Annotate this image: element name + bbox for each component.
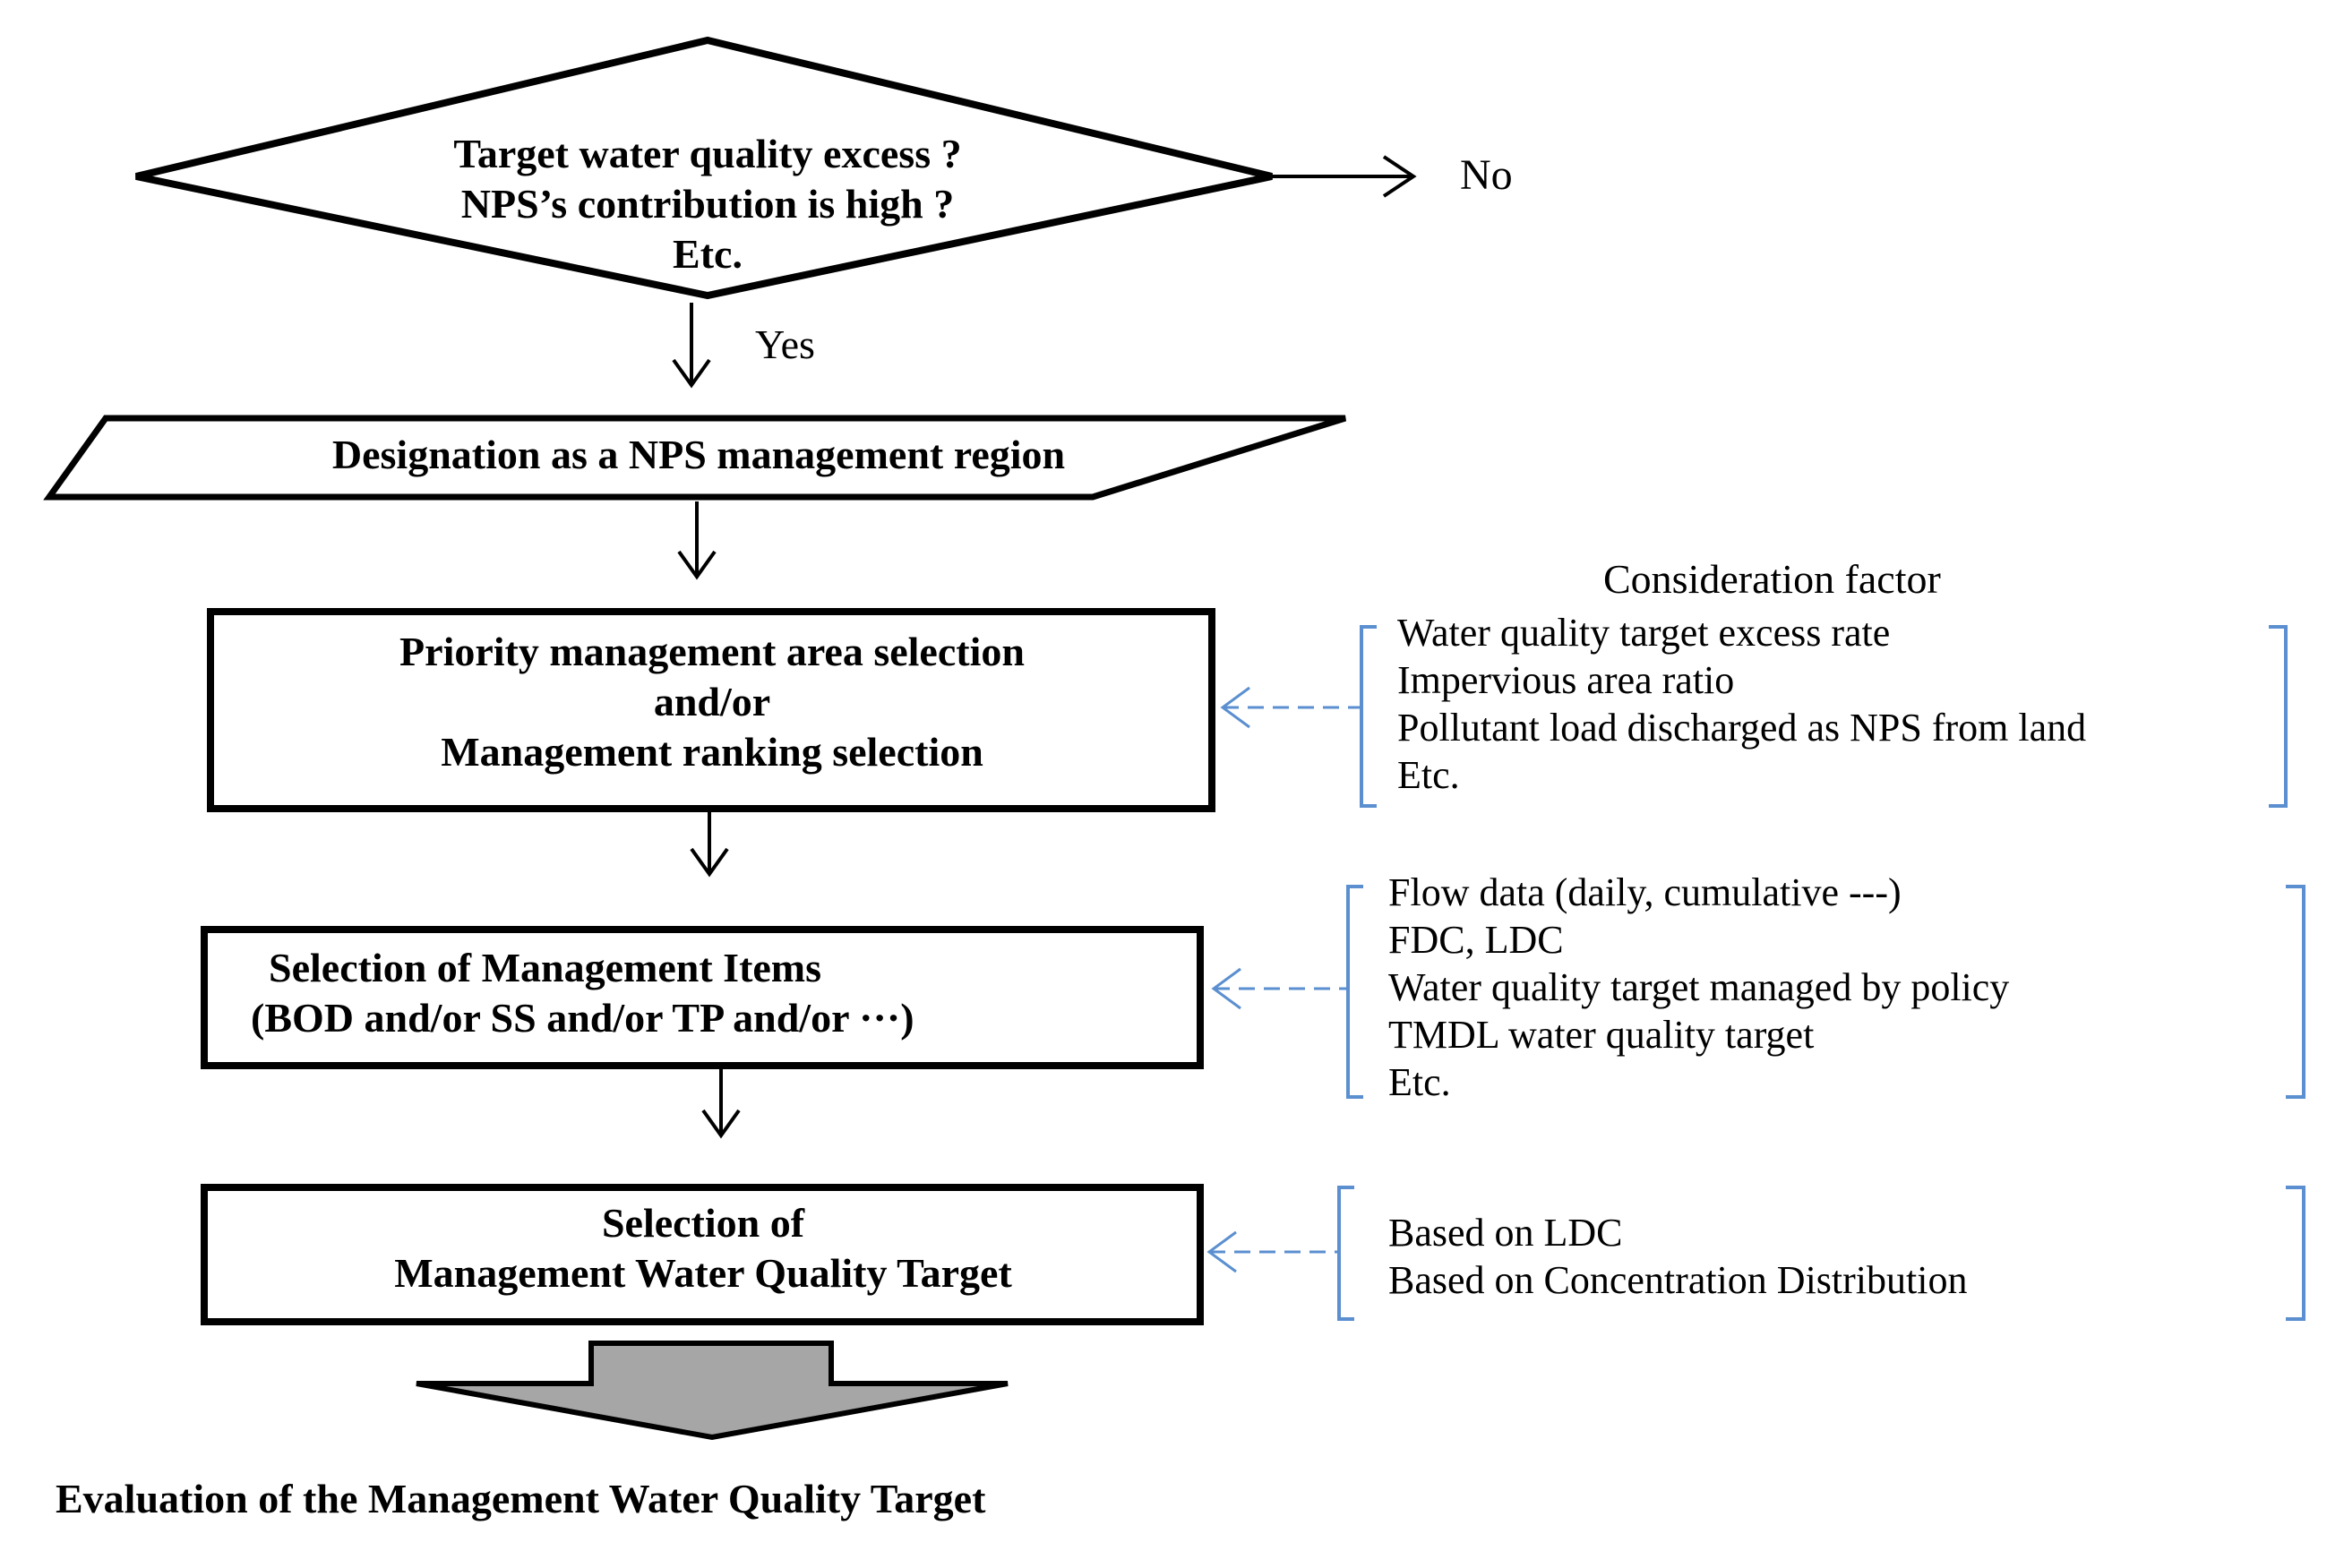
priority-line-2: and/or [653,679,771,724]
evaluation-text: Evaluation of the Management Water Quali… [56,1476,986,1521]
items-line-1: Selection of Management Items [269,945,822,990]
items-line-2: (BOD and/or SS and/or TP and/or ···) [251,995,914,1041]
dashed-arrowhead-target [1206,1230,1237,1273]
priority-factor-item: Water quality target excess rate [1397,611,1891,655]
items-box [201,926,1204,1069]
priority-text: Priority management area selection and/o… [219,627,1205,777]
no-arrow-head [1382,155,1417,198]
bracket-right-items [2286,885,2305,1099]
dashed-arrowhead-items [1211,967,1241,1010]
bracket-left-priority [1360,625,1377,808]
target-factor-item: Based on LDC [1388,1211,1623,1255]
decision-line-3: Etc. [673,231,743,277]
decision-text: Target water quality excess ? NPS’s cont… [305,129,1111,279]
decision-line-2: NPS’s contribution is high ? [460,181,955,227]
items-factor-item: FDC, LDC [1388,918,1564,962]
target-text: Selection of Management Water Quality Ta… [213,1198,1193,1298]
yes-label: Yes [755,321,815,367]
items-factor-item: Etc. [1388,1060,1451,1104]
designation-text: Designation as a NPS management region [331,432,1066,477]
arrow-to-priority-head [677,550,717,580]
priority-line-3: Management ranking selection [441,729,983,775]
bracket-right-target [2286,1186,2305,1321]
designation-parallelogram [43,415,1347,501]
items-text: Selection of Management Items (BOD and/o… [251,943,1146,1043]
arrow-to-target-head [701,1109,741,1139]
dashed-arrowhead-priority [1220,686,1250,729]
target-line-2: Management Water Quality Target [394,1250,1012,1296]
target-factors: Based on LDC Based on Concentration Dist… [1388,1209,1967,1304]
target-factor-item: Based on Concentration Distribution [1388,1258,1968,1302]
priority-factors: Water quality target excess rate Impervi… [1397,609,2086,799]
target-line-1: Selection of [601,1200,805,1246]
priority-factor-item: Etc. [1397,753,1460,797]
items-factors: Flow data (daily, cumulative ---) FDC, L… [1388,869,2009,1106]
no-label: No [1460,151,1513,199]
target-box [201,1184,1204,1325]
consideration-title: Consideration factor [1603,556,1941,602]
items-factor-item: Water quality target managed by policy [1388,965,2010,1009]
priority-factor-item: Pollutant load discharged as NPS from la… [1397,706,2087,750]
bracket-left-items [1346,885,1363,1099]
priority-box [207,608,1215,812]
arrow-to-items-head [690,847,729,878]
decision-line-1: Target water quality excess ? [453,131,962,176]
priority-factor-item: Impervious area ratio [1397,658,1735,702]
priority-line-1: Priority management area selection [399,629,1025,674]
items-factor-item: Flow data (daily, cumulative ---) [1388,870,1902,914]
bracket-right-priority [2269,625,2288,808]
yes-arrow-head [672,358,711,389]
items-factor-item: TMDL water quality target [1388,1013,1815,1057]
bracket-left-target [1337,1186,1354,1321]
big-down-arrow [416,1341,1009,1441]
